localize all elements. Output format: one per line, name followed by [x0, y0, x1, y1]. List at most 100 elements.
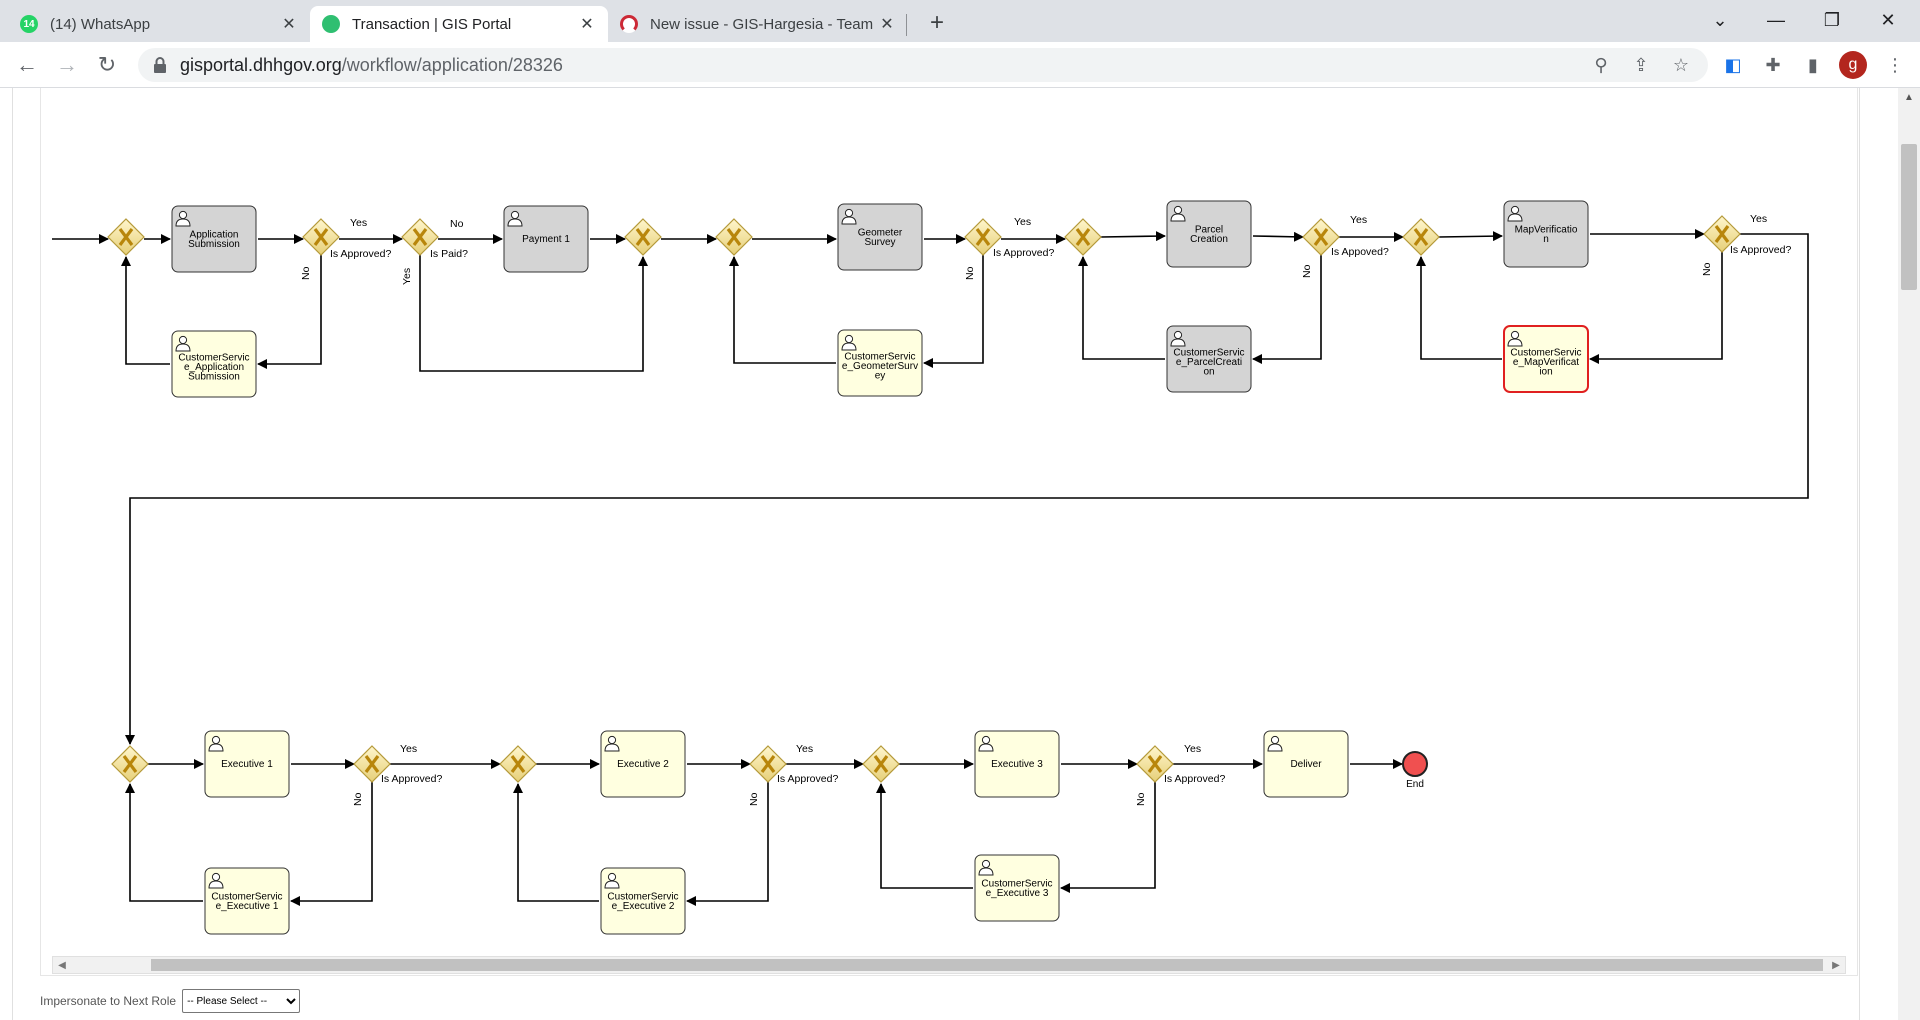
user-task-icon	[1267, 735, 1283, 752]
branch-label-yes: Yes	[350, 217, 367, 229]
branch-label-yes: Yes	[400, 743, 417, 755]
end-label: End	[1406, 779, 1424, 790]
scroll-right-icon[interactable]: ▶	[1832, 959, 1840, 971]
branch-label-no: No	[300, 266, 312, 280]
close-window-button[interactable]: ✕	[1880, 9, 1896, 30]
user-task-icon	[208, 735, 224, 752]
exclusive-gateway	[715, 218, 753, 256]
user-task-icon	[208, 872, 224, 889]
extensions-puzzle-icon[interactable]: ✚	[1765, 54, 1781, 75]
sequence-flow	[125, 783, 203, 902]
browser-toolbar: ← → ↻ gisportal.dhhgov.org/workflow/appl…	[0, 42, 1920, 88]
task-ex3[interactable]: Executive 3	[974, 730, 1060, 798]
end-event: End	[1402, 751, 1428, 790]
diagram-horizontal-scrollbar[interactable]: ◀ ▶	[52, 956, 1846, 974]
sequence-flow	[876, 783, 973, 889]
side-panel-icon[interactable]: ▮	[1808, 54, 1818, 75]
bookmark-star-icon[interactable]: ☆	[1672, 54, 1690, 75]
address-bar[interactable]: gisportal.dhhgov.org/workflow/applicatio…	[138, 48, 1708, 82]
scroll-left-icon[interactable]: ◀	[58, 959, 66, 971]
sequence-flow	[257, 255, 322, 369]
task-label: Executive 1	[221, 759, 273, 770]
decision-label: Is Approved?	[993, 247, 1054, 259]
page-vertical-scrollbar[interactable]: ▲	[1898, 88, 1920, 1020]
user-task-icon	[1507, 205, 1523, 222]
task-pay1[interactable]: Payment 1	[503, 205, 589, 273]
branch-label-yes: Yes	[401, 268, 413, 285]
sequence-flow	[125, 233, 1809, 745]
task-deliver[interactable]: Deliver	[1263, 730, 1349, 798]
user-task-icon	[1170, 330, 1186, 347]
decision-label: Is Approved?	[1164, 773, 1225, 785]
new-tab-button[interactable]: +	[929, 9, 944, 36]
decision-label: Is Appoved?	[1331, 246, 1389, 258]
scrollbar-thumb[interactable]	[151, 959, 1823, 971]
zoom-icon[interactable]: ⚲	[1594, 54, 1608, 75]
exclusive-gateway	[1703, 215, 1741, 253]
exclusive-gateway	[862, 745, 900, 783]
sequence-flow	[1078, 256, 1165, 360]
task-ex1[interactable]: Executive 1	[204, 730, 290, 798]
task-ex2[interactable]: Executive 2	[600, 730, 686, 798]
sequence-flow	[686, 782, 769, 906]
user-task-icon	[604, 872, 620, 889]
sequence-flow	[923, 255, 984, 368]
close-tab-icon[interactable]: ✕	[880, 16, 894, 33]
user-task-icon	[175, 335, 191, 352]
lock-icon	[152, 56, 168, 74]
sequence-flow	[729, 256, 836, 364]
exclusive-gateway	[1302, 218, 1340, 256]
close-tab-icon[interactable]: ✕	[580, 16, 594, 33]
exclusive-gateway	[1136, 745, 1174, 783]
decision-label: Is Approved?	[777, 773, 838, 785]
extension-shield-icon[interactable]: ◧	[1724, 54, 1742, 75]
branch-label-yes: Yes	[1014, 216, 1031, 228]
branch-label-yes: Yes	[1750, 213, 1767, 225]
tab-gis-portal[interactable]: Transaction | GIS Portal ✕	[310, 6, 608, 42]
branch-label-yes: Yes	[1350, 214, 1367, 226]
sequence-flow	[1252, 231, 1304, 242]
forward-icon[interactable]: →	[56, 52, 78, 77]
sequence-flow	[290, 782, 373, 906]
tab-title: New issue - GIS-Hargesia - Team	[650, 15, 874, 33]
scroll-up-icon[interactable]: ▲	[1904, 91, 1914, 103]
reload-icon[interactable]: ↻	[97, 52, 117, 77]
close-tab-icon[interactable]: ✕	[282, 16, 296, 33]
whatsapp-icon: 14	[20, 15, 38, 33]
user-task-icon	[1507, 330, 1523, 347]
branch-label-no: No	[1135, 792, 1147, 806]
exclusive-gateway	[107, 218, 145, 256]
minimize-button[interactable]: —	[1767, 9, 1785, 30]
menu-kebab-icon[interactable]: ⋮	[1886, 54, 1904, 75]
sequence-flow	[419, 255, 648, 372]
tab-devops[interactable]: New issue - GIS-Hargesia - Team ✕	[608, 6, 908, 42]
back-icon[interactable]: ←	[16, 52, 38, 77]
next-role-select[interactable]: -- Please Select --	[182, 989, 301, 1013]
tab-whatsapp[interactable]: 14 (14) WhatsApp ✕	[8, 6, 310, 42]
scrollbar-thumb[interactable]	[1901, 144, 1917, 290]
tab-search-icon[interactable]: ⌄	[1712, 9, 1728, 30]
restore-button[interactable]: ❐	[1823, 9, 1841, 30]
profile-avatar[interactable]: g	[1839, 51, 1867, 79]
sequence-flow	[513, 783, 599, 902]
sequence-flow	[1060, 782, 1156, 893]
share-icon[interactable]: ⇪	[1633, 54, 1649, 75]
task-label: Executive 2	[617, 759, 669, 770]
